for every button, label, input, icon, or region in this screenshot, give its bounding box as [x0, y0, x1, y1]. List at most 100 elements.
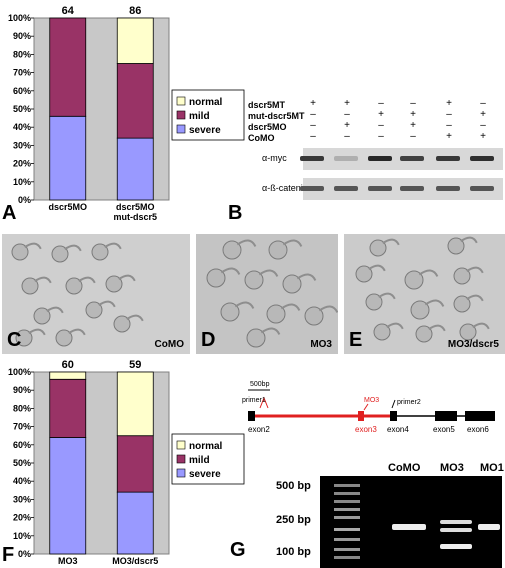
catenin-band: [368, 186, 392, 191]
como-band: [392, 524, 426, 530]
wb-mark: –: [480, 98, 486, 109]
legend-label-normal: normal: [189, 441, 223, 452]
embryo: [15, 328, 46, 347]
wb-row-label: CoMO: [248, 133, 275, 143]
embryo: [453, 266, 484, 285]
legend-label-mild: mild: [189, 111, 210, 122]
photo-d-caption: MO3: [310, 339, 332, 350]
catenin-band: [400, 186, 424, 191]
exon5-label: exon5: [433, 425, 455, 434]
legend-swatch-mild: [176, 110, 186, 120]
legend-label-mild: mild: [189, 455, 210, 466]
bar-segment-mild: [49, 378, 87, 438]
y-tick-label: 90%: [13, 385, 31, 395]
panel-letter-a: A: [2, 202, 17, 224]
wb-mark: +: [480, 109, 486, 120]
exon4-box: [390, 411, 397, 421]
exon6-label: exon6: [467, 425, 489, 434]
wb-mark: +: [446, 131, 452, 142]
y-tick-label: 100%: [8, 367, 31, 377]
embryo: [244, 269, 279, 290]
embryo: [85, 300, 116, 319]
embryo: [447, 236, 478, 255]
embryo: [459, 322, 490, 341]
y-tick-label: 60%: [13, 86, 31, 96]
myc-band: [368, 156, 392, 161]
legend-label-severe: severe: [189, 125, 221, 136]
embryo: [266, 303, 301, 324]
y-tick-label: 100%: [8, 13, 31, 23]
y-tick-label: 0%: [18, 549, 31, 559]
y-tick-label: 80%: [13, 49, 31, 59]
gel-panel: CoMO MO3 MO1 500 bp 250 bp 100 bp: [262, 462, 505, 568]
embryo: [222, 239, 257, 260]
embryos-e: [355, 236, 490, 343]
x-category-label: MO3: [58, 556, 78, 566]
wb-mark: +: [344, 98, 350, 109]
wb-mark: +: [410, 109, 416, 120]
embryo: [65, 276, 96, 295]
photo-c-caption: CoMO: [154, 339, 184, 350]
myc-band: [334, 156, 358, 161]
count-label: 64: [62, 5, 75, 17]
embryo: [453, 294, 484, 313]
embryo: [415, 324, 446, 343]
myc-band: [470, 156, 494, 161]
catenin-band: [470, 186, 494, 191]
photo-e: MO3/dscr5 E: [344, 234, 505, 354]
y-tick-label: 20%: [13, 159, 31, 169]
x-category-label: dscr5MO: [116, 202, 155, 212]
x-category-label: mut-dscr5: [113, 212, 157, 220]
myc-band: [300, 156, 324, 161]
bar-segment-normal: [49, 371, 87, 380]
wb-mark: –: [410, 98, 416, 109]
myc-blot-label: α-myc: [262, 153, 287, 163]
embryo: [55, 328, 86, 347]
wb-mark: –: [410, 131, 416, 142]
exon6-box: [465, 411, 495, 421]
embryo: [404, 269, 439, 290]
embryo: [246, 327, 281, 348]
panel-letter-f: F: [2, 544, 15, 566]
wb-mark: +: [446, 98, 452, 109]
y-tick-label: 0%: [18, 195, 31, 205]
panel-letter-b: B: [228, 202, 243, 224]
exon3-label: exon3: [355, 425, 377, 434]
embryo: [11, 242, 42, 261]
legend-swatch-severe: [176, 468, 186, 478]
embryo: [220, 301, 255, 322]
embryo: [206, 267, 241, 288]
wb-mark: –: [378, 120, 384, 131]
mo3-band-upper: [440, 520, 472, 524]
x-category-label: dscr5MO: [48, 202, 87, 212]
legend-swatch-severe: [176, 124, 186, 134]
legend-label-normal: normal: [189, 97, 223, 108]
gel-image: [320, 476, 502, 568]
bar-segment-severe: [116, 137, 154, 201]
catenin-band: [300, 186, 324, 191]
gel-lane-label-como: CoMO: [388, 462, 421, 474]
y-tick-label: 80%: [13, 403, 31, 413]
embryo: [51, 244, 82, 263]
bar-segment-normal: [116, 17, 154, 64]
embryo: [365, 292, 396, 311]
embryo: [304, 305, 338, 326]
wb-mark: +: [480, 131, 486, 142]
embryo: [113, 314, 144, 333]
embryo: [33, 306, 64, 325]
myc-band: [400, 156, 424, 161]
y-tick-label: 70%: [13, 68, 31, 78]
bar-segment-mild: [49, 17, 87, 117]
wb-mark: +: [310, 98, 316, 109]
wb-mark: –: [480, 120, 486, 131]
count-label: 59: [129, 359, 141, 371]
panel-letter-g: G: [230, 539, 246, 561]
mo3-label: MO3: [364, 397, 379, 404]
panel-letter-d: D: [201, 329, 216, 351]
legend-label-severe: severe: [189, 469, 221, 480]
mo3-band-mid: [440, 528, 472, 532]
wb-mark: –: [446, 109, 452, 120]
x-category-label: MO3/dscr5: [112, 556, 158, 566]
wb-row-label: dscr5MT: [248, 100, 286, 110]
exon2-label: exon2: [248, 425, 270, 434]
